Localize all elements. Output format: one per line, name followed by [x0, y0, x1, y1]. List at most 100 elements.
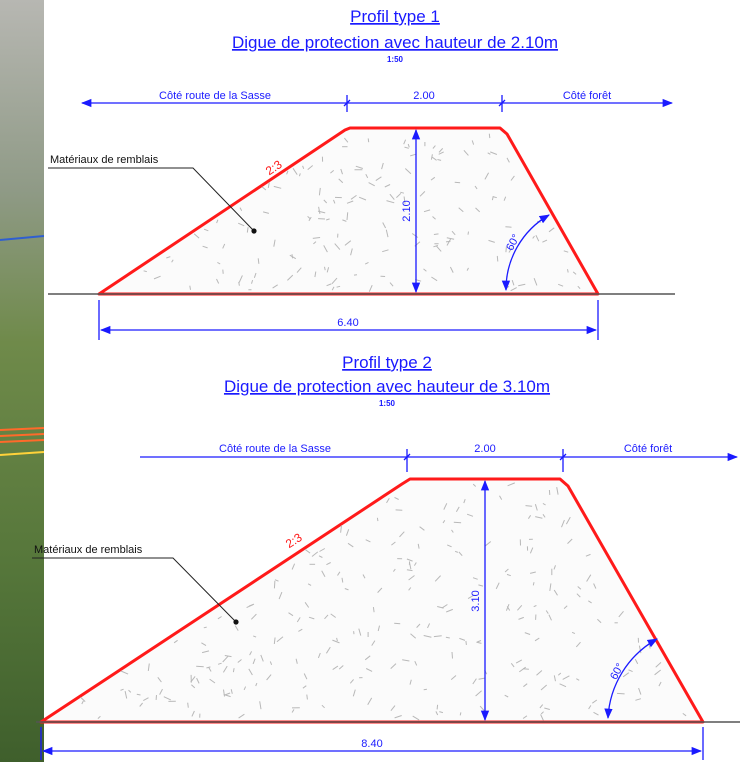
- fill-mark: [534, 504, 538, 511]
- fill-mark: [386, 200, 395, 204]
- fill-mark: [396, 192, 402, 198]
- fill-mark: [248, 668, 253, 676]
- fill-mark: [296, 617, 301, 623]
- fill-mark: [386, 498, 390, 504]
- profile-1-right-side-label: Côté forêt: [563, 90, 611, 102]
- fill-mark: [308, 616, 315, 620]
- fill-mark: [269, 661, 273, 665]
- fill-mark: [455, 506, 460, 512]
- fill-mark: [216, 219, 219, 224]
- fill-mark: [246, 604, 254, 609]
- fill-mark: [224, 655, 232, 658]
- profile-2-title: Profil type 2: [342, 353, 432, 372]
- fill-mark: [561, 519, 565, 528]
- fill-mark: [403, 139, 407, 145]
- fill-mark: [451, 651, 453, 659]
- fill-mark: [325, 646, 331, 654]
- fill-mark: [191, 684, 196, 689]
- profile-2-base-dimension: 8.40: [40, 727, 704, 760]
- fill-mark: [433, 233, 439, 235]
- fill-mark: [336, 637, 338, 642]
- fill-mark: [273, 185, 282, 189]
- fill-mark: [372, 607, 375, 613]
- fill-mark: [222, 243, 226, 249]
- fill-mark: [446, 238, 452, 246]
- fill-mark: [318, 187, 321, 196]
- fill-mark: [377, 625, 380, 632]
- profile-1-left-side-label: Côté route de la Sasse: [159, 90, 271, 102]
- fill-mark: [326, 562, 331, 566]
- fill-mark: [471, 140, 475, 145]
- fill-mark: [577, 586, 582, 590]
- fill-mark: [504, 568, 509, 573]
- fill-mark: [368, 284, 373, 292]
- fill-mark: [430, 154, 433, 160]
- fill-mark: [466, 267, 469, 271]
- fill-mark: [510, 175, 515, 181]
- fill-mark: [445, 636, 450, 639]
- fill-mark: [465, 640, 467, 645]
- fill-mark: [364, 655, 371, 661]
- fill-mark: [408, 575, 415, 581]
- fill-mark: [472, 483, 477, 487]
- fill-mark: [427, 623, 431, 629]
- fill-mark: [576, 593, 581, 598]
- fill-mark: [344, 588, 349, 591]
- fill-mark: [385, 229, 389, 238]
- fill-mark: [323, 199, 328, 204]
- fill-mark: [467, 231, 469, 235]
- fill-mark: [540, 684, 548, 691]
- fill-mark: [344, 240, 352, 246]
- fill-mark: [326, 267, 330, 273]
- fill-mark: [616, 692, 625, 695]
- fill-mark: [575, 641, 581, 648]
- fill-mark: [544, 707, 550, 710]
- fill-mark: [147, 663, 150, 671]
- fill-mark: [376, 517, 379, 522]
- fill-mark: [389, 282, 394, 287]
- fill-mark: [259, 701, 262, 710]
- fill-mark: [576, 678, 580, 681]
- profile-1-material-callout: Matériaux de remblais: [48, 154, 257, 234]
- fill-mark: [525, 505, 533, 507]
- fill-mark: [548, 614, 552, 621]
- profile-1-base-width: 6.40: [337, 317, 358, 329]
- fill-mark: [417, 543, 420, 549]
- fill-mark: [318, 555, 323, 558]
- fill-mark: [553, 565, 556, 570]
- fill-mark: [314, 271, 317, 278]
- fill-mark: [454, 550, 459, 553]
- fill-mark: [272, 284, 278, 289]
- fill-mark: [475, 690, 482, 697]
- fill-mark: [330, 170, 335, 174]
- fill-mark: [506, 157, 510, 163]
- fill-mark: [257, 258, 260, 264]
- fill-mark: [346, 212, 349, 221]
- fill-mark: [371, 640, 376, 646]
- fill-mark: [446, 608, 453, 613]
- fill-mark: [365, 173, 369, 179]
- fill-mark: [437, 159, 442, 161]
- fill-mark: [567, 269, 569, 273]
- fill-mark: [171, 259, 174, 263]
- fill-mark: [408, 587, 412, 591]
- fill-mark: [261, 186, 267, 191]
- fill-mark: [438, 148, 444, 153]
- fill-mark: [313, 241, 317, 245]
- fill-mark: [332, 665, 339, 671]
- fill-mark: [249, 651, 253, 656]
- fill-mark: [296, 267, 302, 273]
- fill-mark: [273, 580, 276, 589]
- fill-mark: [291, 254, 293, 259]
- fill-mark: [406, 569, 413, 572]
- fill-mark: [173, 639, 178, 644]
- fill-mark: [504, 694, 509, 698]
- fill-mark: [143, 697, 149, 702]
- fill-mark: [414, 660, 418, 666]
- fill-mark: [331, 286, 335, 291]
- fill-mark: [431, 276, 438, 282]
- fill-mark: [273, 637, 276, 645]
- fill-mark: [159, 688, 163, 695]
- fill-mark: [153, 275, 161, 280]
- fill-mark: [443, 503, 448, 510]
